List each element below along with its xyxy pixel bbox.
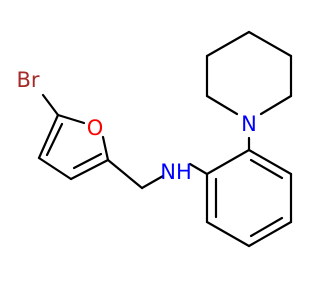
bond-ar-c2-c3-inner (249, 158, 284, 180)
bond-nh-c1 (188, 162, 209, 176)
bond-ch2-nh (140, 174, 165, 190)
piperidine-ring (205, 30, 293, 116)
methylene-linker (106, 158, 165, 190)
atom-piperidine-n: N (241, 112, 257, 136)
bond-c4-c5 (37, 113, 60, 160)
atom-amine-nh: NH (160, 160, 192, 184)
atom-bromine: Br (16, 68, 39, 92)
bond-pip-n-c2 (205, 94, 239, 116)
bond-pip-c6-n (259, 94, 293, 116)
bond-c2-c3 (69, 158, 110, 181)
bond-c5-o (56, 113, 86, 125)
benzene-ring (188, 148, 293, 248)
bond-br-c5 (41, 93, 60, 117)
bond-ar-c4-c5-inner (249, 216, 284, 238)
bond-c3-c4 (37, 156, 73, 181)
bond-ar-c2-c3 (247, 148, 293, 176)
bond-o-c2 (101, 135, 110, 162)
atom-oxygen: O (87, 116, 104, 140)
bond-ar-c4-c5 (247, 220, 293, 248)
bond-ar-c1-c2 (205, 148, 251, 176)
molecule-structure: Br O NH N (16, 30, 293, 248)
bond-c2-ch2 (106, 158, 144, 190)
furan-ring (37, 93, 110, 181)
bond-pip-c3-c4 (205, 30, 251, 58)
bond-c4-c5-inner (45, 122, 64, 157)
bond-ar-c5-c6 (205, 220, 251, 248)
bond-c2-c3-inner (72, 152, 103, 170)
bond-pip-c4-c5 (247, 30, 293, 58)
